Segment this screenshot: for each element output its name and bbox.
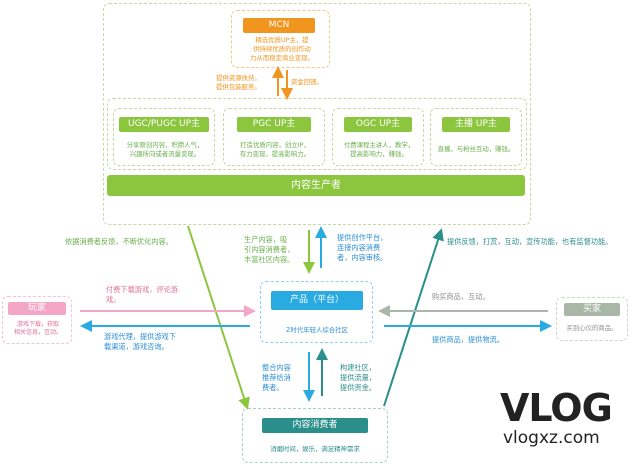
creator-title-ugc: UGC/PUGC UP主: [119, 117, 209, 132]
buyer-title: 买家: [564, 303, 620, 316]
recommend-label: 整合内容推荐给消费者。: [262, 363, 291, 392]
creator-box-ugc: [113, 108, 215, 166]
producer-bar: 内容生产者: [107, 175, 525, 196]
producer-to-platform-label: 生产内容，吸引内容消费者，丰富社区内容。: [244, 235, 295, 264]
creator-desc-ugc: 分享原创内容，积攒人气，兴趣所向或者流量变现。: [126, 141, 204, 158]
game-agent-label: 游戏代理，提供游戏下载渠道，游戏咨询。: [104, 332, 176, 351]
player-pay-label: 付费下载游戏，评论游戏。: [106, 285, 178, 304]
platform-to-producer-label: 提供创作平台，连接内容消费者，内容审核。: [337, 233, 388, 262]
goods-logistics-label: 提供商品，提供物流。: [432, 335, 504, 344]
community-label: 构建社区，提供流量，提供资金。: [340, 363, 376, 392]
creator-desc-live: 直播，与粉丝互动，赚钱。: [437, 145, 515, 153]
vlog-logo: VLOG: [500, 386, 613, 430]
platform-box: [260, 281, 373, 343]
buyer-box: [556, 297, 628, 341]
creator-row: [107, 98, 527, 170]
creator-box-ogc: [332, 108, 424, 166]
platform-title: 产品（平台）: [271, 291, 363, 310]
buyer-purchase-label: 购买商品，互动。: [432, 292, 490, 301]
platform-subtitle: Z时代年轻人综合社区: [286, 326, 348, 334]
mcn-up-label: 提供资源扶持，提供包装服务。: [216, 74, 261, 91]
creator-title-ogc: OGC UP主: [344, 117, 412, 132]
buyer-desc: 买到心仪的商品。: [566, 324, 618, 332]
player-desc: 游戏下载，获取相关信息，互动。: [13, 321, 62, 336]
creator-box-pgc: [223, 108, 325, 166]
creator-title-pgc: PGC UP主: [237, 117, 311, 132]
producer-to-consumer-arrow: [187, 225, 250, 410]
creator-desc-ogc: 付费课程主讲人，教学，提高影响力，赚钱。: [343, 141, 415, 158]
vlog-url: vlogxz.com: [503, 428, 600, 448]
creator-desc-pgc: 打造优质内容，创立IP，有力变现，提高影响力。: [239, 141, 311, 158]
player-box: [2, 296, 72, 344]
mcn-down-label: 资金回馈。: [291, 78, 323, 86]
creator-box-live: [430, 108, 522, 166]
feedback-label: 提供反馈，打赏，互动，宣传功能，也有监督功能。: [447, 237, 613, 246]
consumer-box: [242, 408, 388, 463]
consumer-to-producer-arrow: [383, 228, 444, 407]
producer-group: [103, 3, 531, 225]
creator-title-live: 主播 UP主: [442, 117, 510, 132]
player-title: 玩家: [8, 302, 66, 315]
mcn-desc: 精选优质UP主，提供持续优质的创作动力从而稳定商业变现。: [250, 36, 314, 62]
consumer-desc: 消磨时间，娱乐，满足精神需求: [270, 445, 360, 453]
optimize-content-label: 依据消费者反馈，不断优化内容。: [65, 237, 173, 246]
consumer-title: 内容消费者: [262, 418, 368, 433]
mcn-title: MCN: [243, 18, 315, 33]
